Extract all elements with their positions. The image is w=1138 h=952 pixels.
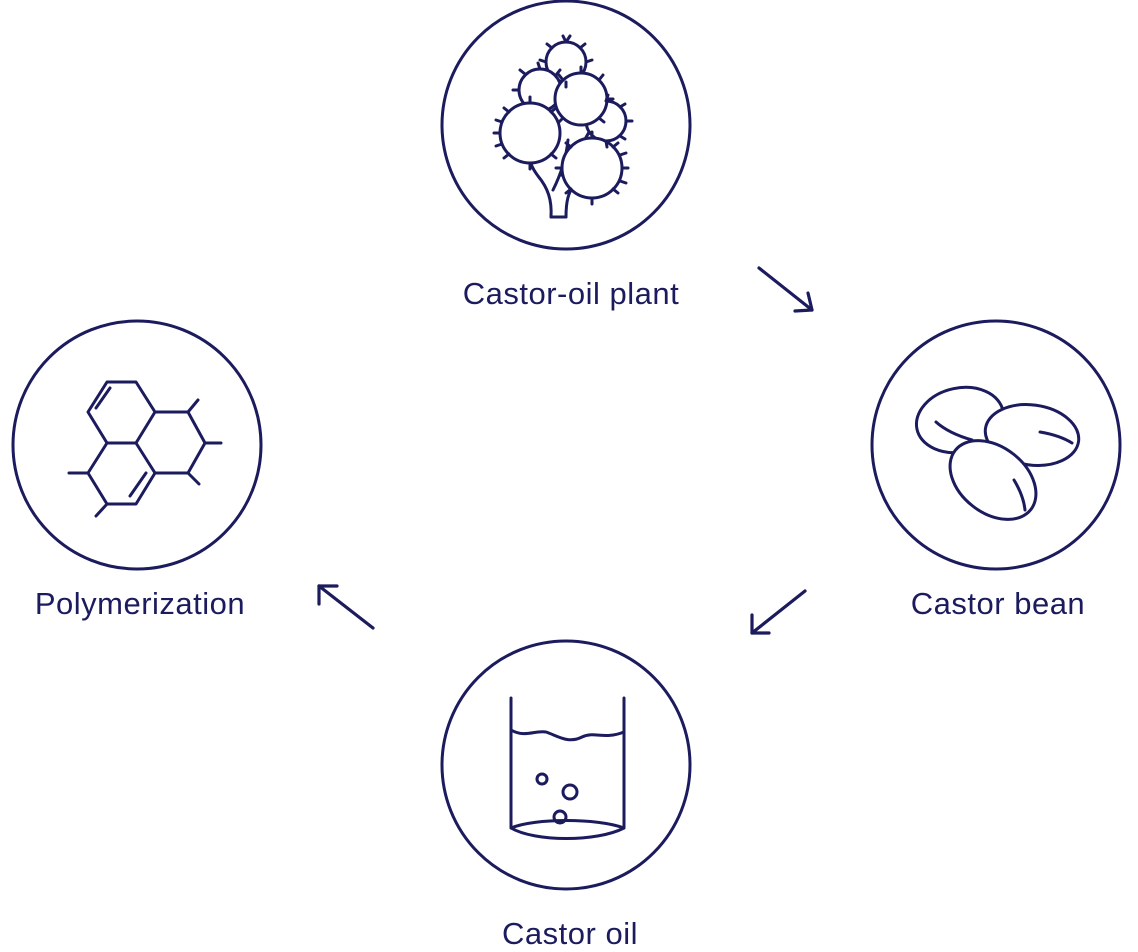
- step-castor-oil: Castor oil: [440, 639, 692, 951]
- plant-circle: [440, 0, 692, 251]
- arrow-oil-to-polymerization: [317, 584, 375, 630]
- step-polymerization: Polymerization: [11, 319, 263, 621]
- molecule-icon: [67, 380, 223, 518]
- step-label-polymerization: Polymerization: [35, 586, 245, 621]
- arrow-bean-to-oil: [750, 589, 807, 635]
- bean-circle: [870, 319, 1122, 571]
- polymer-circle: [11, 319, 263, 571]
- castor-bean-icon: [914, 385, 1081, 521]
- step-label-oil: Castor oil: [502, 916, 638, 951]
- step-castor-plant: Castor-oil plant: [440, 0, 692, 311]
- arrow-plant-to-bean: [757, 266, 814, 313]
- step-label-bean: Castor bean: [911, 586, 1085, 621]
- plant-spikes: [492, 34, 634, 206]
- step-castor-bean: Castor bean: [870, 319, 1122, 621]
- oil-beaker-icon: [509, 696, 626, 840]
- oil-circle: [440, 639, 692, 891]
- step-label-plant: Castor-oil plant: [463, 276, 679, 311]
- castor-plant-icon: [492, 34, 634, 219]
